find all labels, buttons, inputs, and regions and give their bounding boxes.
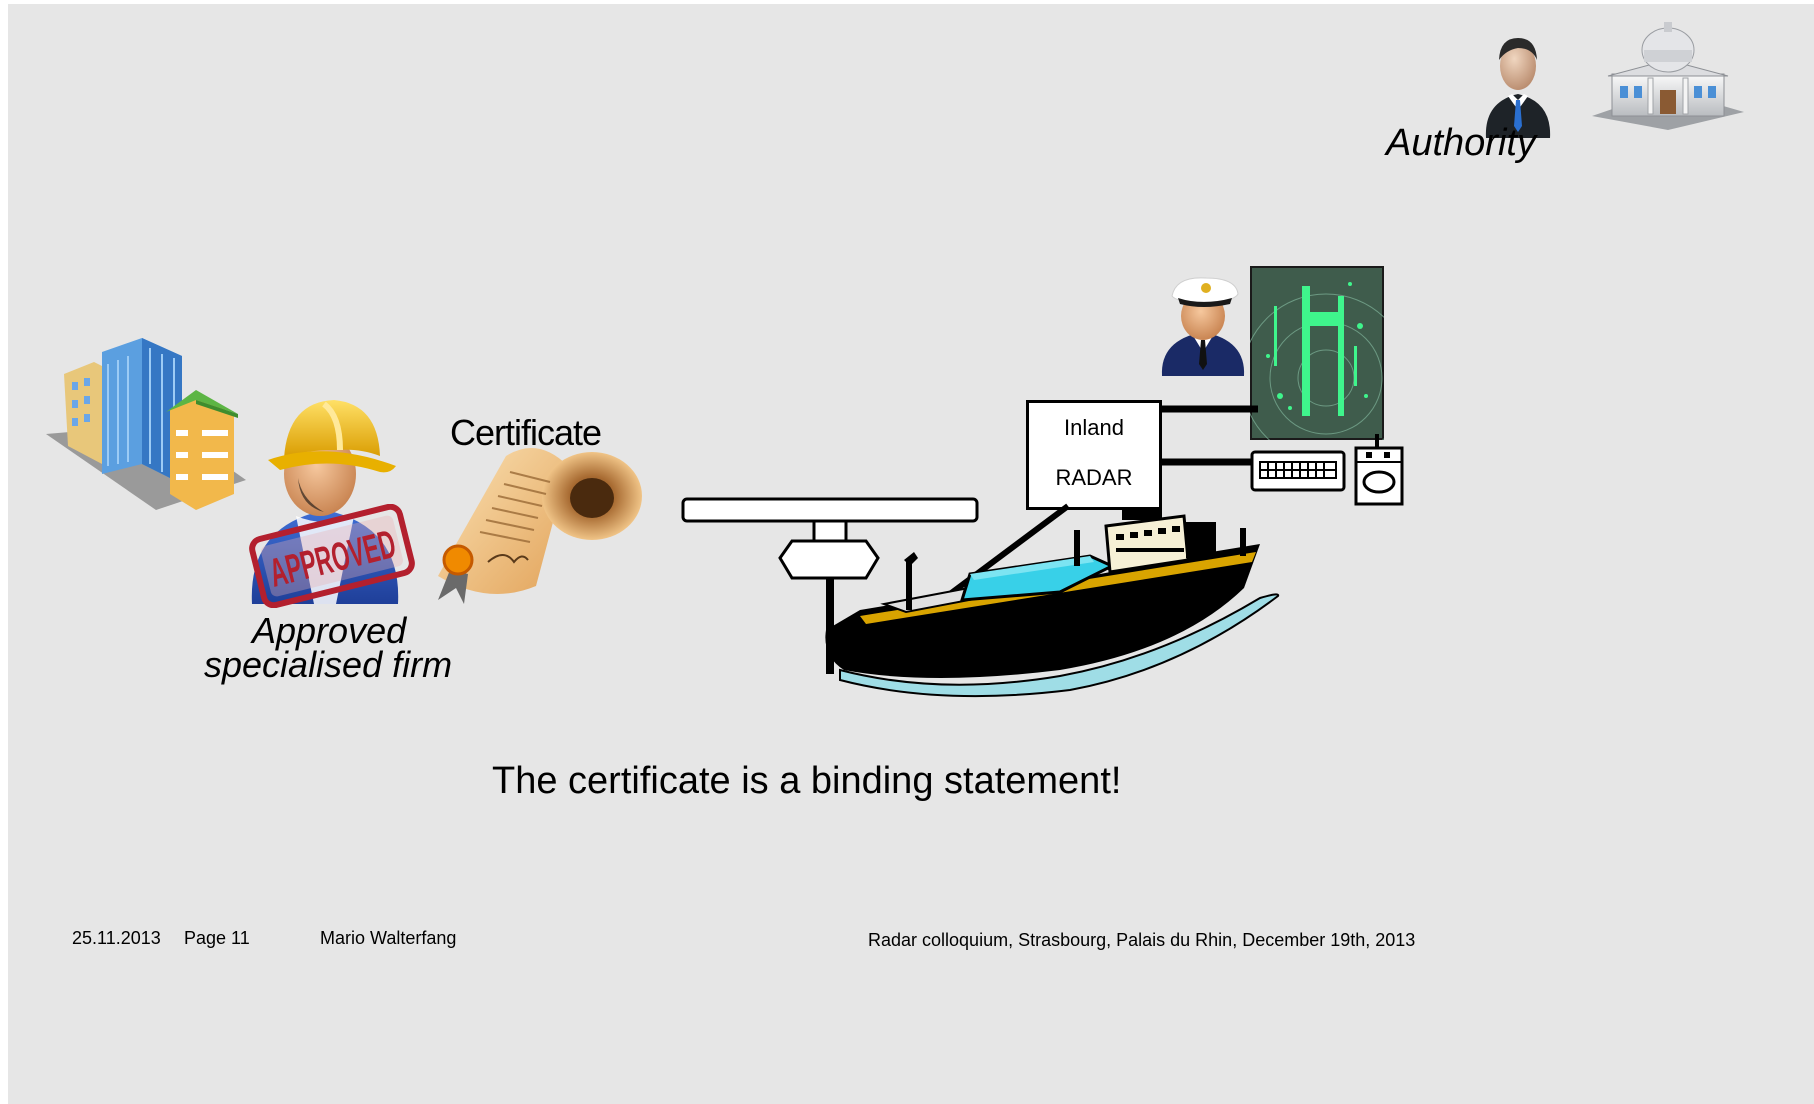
construction-worker-icon bbox=[251, 400, 399, 604]
connection-lines bbox=[1148, 405, 1258, 466]
control-unit-icon bbox=[1354, 446, 1404, 506]
firm-label-line1: Approved bbox=[252, 610, 407, 651]
inland-radar-box: Inland RADAR bbox=[1026, 400, 1162, 510]
control-unit-connector bbox=[1375, 434, 1379, 456]
government-building-icon bbox=[1592, 22, 1744, 130]
footer-author: Mario Walterfang bbox=[320, 928, 457, 948]
official-person-icon bbox=[1485, 38, 1551, 138]
footer-event: Radar colloquium, Strasbourg, Palais du … bbox=[868, 930, 1416, 950]
footer-date: 25.11.2013 bbox=[72, 928, 161, 948]
radar-box-line2: RADAR bbox=[1055, 465, 1133, 490]
binding-statement: The certificate is a binding statement! bbox=[492, 760, 1122, 802]
certificate-scroll-icon bbox=[438, 448, 642, 604]
firm-label-line2: specialised firm bbox=[204, 644, 453, 685]
city-buildings-icon bbox=[46, 338, 246, 510]
footer-page: Page 11 bbox=[184, 928, 250, 948]
ship-icon bbox=[825, 503, 1280, 698]
authority-label: Authority bbox=[1386, 122, 1536, 164]
radar-display-icon bbox=[1250, 266, 1384, 440]
radar-antenna-icon bbox=[681, 497, 979, 674]
slide: Authority APPROVED bbox=[8, 4, 1814, 1104]
radar-box-line1: Inland bbox=[1064, 415, 1124, 440]
approved-stamp-icon: APPROVED bbox=[249, 504, 415, 608]
certificate-label: Certificate bbox=[450, 412, 602, 453]
keyboard-icon bbox=[1250, 450, 1346, 492]
ship-captain-icon bbox=[1161, 277, 1245, 376]
